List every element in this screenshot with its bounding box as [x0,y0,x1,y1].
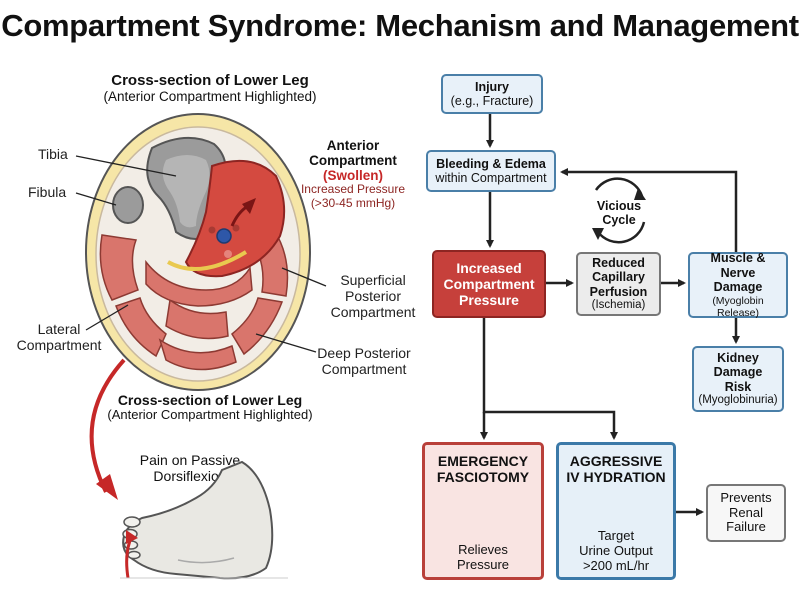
bleeding-box: Bleeding & Edema within Compartment [426,150,556,192]
pressure-line: Pressure [459,292,519,309]
lateral-label-line: Compartment [16,337,102,354]
arrow-pressure-treatment [482,318,618,440]
vicious-cycle-line: Vicious [596,199,642,213]
fasciotomy-detail: Pressure [456,557,510,573]
deep-muscle-1 [165,298,229,340]
deep-label-line: Deep Posterior [317,345,411,361]
perfusion-line: Capillary [592,270,645,285]
vicious-cycle-line: Cycle [602,212,636,227]
superficial-posterior-label: Superficial Posterior Compartment [318,272,428,320]
pressure-value-label: (>30-45 mmHg) [310,195,396,210]
hydration-detail: Target [597,528,635,544]
superficial-muscle-2 [231,297,284,356]
anterior-label-line: Anterior [326,138,380,153]
fasciotomy-detail: Relieves [458,542,508,558]
cross-section-heading-repeat-block: Cross-section of Lower Leg (Anterior Com… [80,392,340,423]
perfusion-line: Reduced [592,255,645,270]
hydration-detail: Urine Output [579,543,653,559]
foot-shape [122,460,274,580]
fasciotomy-title: FASCIOTOMY [436,469,530,486]
hydration-box: AGGRESSIVE IV HYDRATION Target Urine Out… [556,442,676,580]
fasciotomy-title: EMERGENCY [437,453,529,469]
swollen-label: (Swollen) [323,168,383,184]
pain-label-line: Pain on Passive [139,452,241,468]
injury-box: Injury (e.g., Fracture) [441,74,543,114]
perfusion-detail: (Ischemia) [591,298,646,311]
deep-posterior-label: Deep Posterior Compartment [308,345,420,377]
pressure-line: Compartment [443,275,535,292]
central-muscle [145,259,253,307]
vicious-cycle-label: Vicious Cycle [588,199,650,228]
bleeding-title: Bleeding & Edema [436,156,546,171]
renal-line: Prevents [720,489,772,505]
renal-failure-box: Prevents Renal Failure [706,484,786,542]
kidney-line: Kidney [717,350,759,365]
lateral-muscle-1 [99,234,139,301]
superficial-label-line: Compartment [330,304,416,321]
muscle-line: Nerve [720,265,756,280]
fibula-bone [112,186,144,224]
reduced-perfusion-box: Reduced Capillary Perfusion (Ischemia) [576,252,661,316]
injury-title: Injury [474,79,510,94]
muscle-nerve-damage-box: Muscle & Nerve Damage (Myoglobin Release… [688,251,788,319]
lateral-label-line: Lateral [37,321,81,337]
anterior-label-line: Compartment [309,153,397,169]
superficial-label-line: Posterior [344,288,402,305]
cross-section-heading-repeat: Cross-section of Lower Leg [117,392,303,408]
renal-line: Failure [726,519,766,535]
kidney-detail: (Myoglobinuria) [698,393,778,406]
hydration-title: IV HYDRATION [566,469,666,486]
pain-label: Pain on Passive Dorsiflexion [120,452,260,484]
increased-pressure-box: Increased Compartment Pressure [432,250,546,318]
superficial-label-line: Superficial [340,272,406,288]
cross-section-heading-block: Cross-section of Lower Leg (Anterior Com… [70,72,350,104]
tibia-label: Tibia [38,146,68,162]
artery-dot [216,228,232,244]
hydration-target: >200 mL/hr [582,558,650,574]
arrow-feedback-loop [560,168,738,252]
kidney-line: Risk [724,379,752,394]
kidney-line: Damage [713,365,763,380]
pressure-line: Increased [456,259,522,276]
anterior-compartment-label: Anterior Compartment (Swollen) Increased… [295,138,411,210]
kidney-damage-box: Kidney Damage Risk (Myoglobinuria) [692,346,784,412]
fibula-label: Fibula [28,184,67,200]
renal-line: Renal [729,504,763,520]
hydration-title: AGGRESSIVE [569,453,663,469]
cross-section-heading: Cross-section of Lower Leg [111,72,309,89]
deep-label-line: Compartment [321,361,407,378]
injury-detail: (e.g., Fracture) [450,94,534,108]
cross-section-subheading-repeat: (Anterior Compartment Highlighted) [107,407,313,423]
lateral-compartment-label: Lateral Compartment [14,321,104,353]
pain-label-line: Dorsiflexion [153,468,227,485]
muscle-line: Muscle & [710,251,766,266]
bleeding-detail: within Compartment [435,171,547,185]
perfusion-line: Perfusion [589,284,648,299]
deep-muscle-2 [158,338,237,371]
pressure-label: Increased Pressure [300,182,406,197]
muscle-detail: (Myoglobin Release) [712,294,764,319]
cross-section-subheading: (Anterior Compartment Highlighted) [103,89,317,104]
muscle-line: Damage [713,280,763,295]
fasciotomy-box: EMERGENCY FASCIOTOMY Relieves Pressure [422,442,544,580]
page-title: Compartment Syndrome: Mechanism and Mana… [1,8,799,43]
